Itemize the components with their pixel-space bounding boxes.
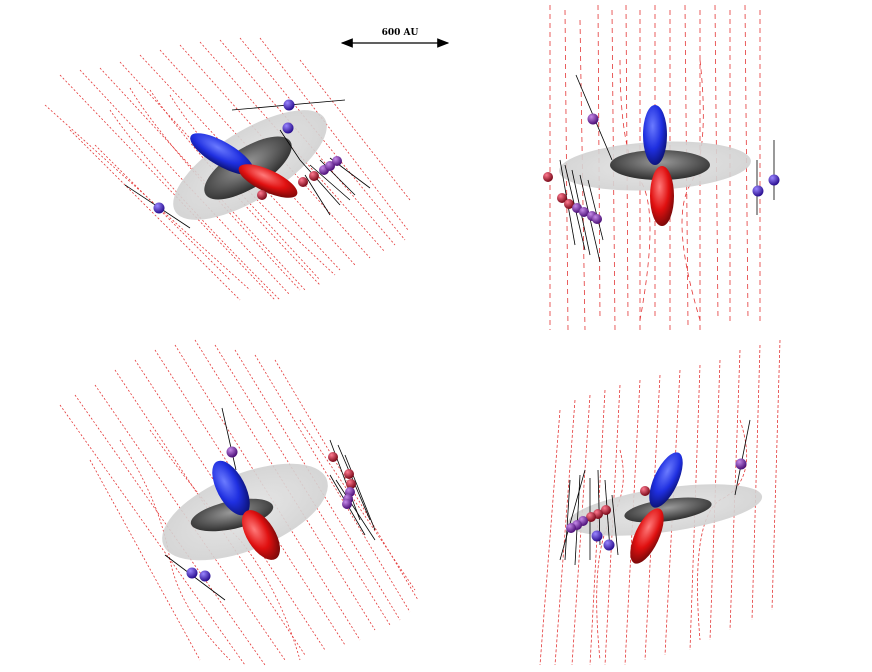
marker-purple bbox=[587, 113, 599, 125]
marker-red bbox=[564, 199, 574, 209]
marker-blue bbox=[752, 185, 764, 197]
marker-red bbox=[557, 193, 567, 203]
marker-purple bbox=[342, 499, 352, 509]
markers bbox=[543, 113, 780, 224]
marker-purple bbox=[332, 156, 342, 166]
marker-blue bbox=[283, 99, 295, 111]
red-lobe bbox=[650, 166, 674, 226]
markers bbox=[566, 458, 747, 551]
marker-blue bbox=[282, 122, 294, 134]
marker-red bbox=[298, 177, 308, 187]
markers bbox=[153, 99, 342, 214]
marker-red bbox=[586, 512, 596, 522]
panel-top-left bbox=[44, 37, 411, 301]
marker-red bbox=[328, 452, 338, 462]
marker-red bbox=[257, 190, 267, 200]
marker-red bbox=[640, 486, 650, 496]
marker-red bbox=[346, 479, 356, 489]
marker-blue bbox=[199, 570, 211, 582]
blue-lobe bbox=[212, 460, 250, 516]
marker-blue bbox=[591, 530, 603, 542]
blue-lobe bbox=[643, 105, 667, 165]
marker-red bbox=[309, 171, 319, 181]
disk-inner bbox=[610, 150, 710, 180]
marker-blue bbox=[153, 202, 165, 214]
blue-lobe bbox=[190, 133, 254, 175]
marker-blue bbox=[768, 174, 780, 186]
marker-purple bbox=[592, 214, 602, 224]
marker-red bbox=[601, 505, 611, 515]
red-lobe bbox=[238, 164, 298, 198]
red-lobe bbox=[630, 508, 664, 564]
marker-purple bbox=[735, 458, 747, 470]
marker-purple bbox=[325, 161, 335, 171]
polarization-segments bbox=[559, 419, 751, 566]
blue-lobe bbox=[649, 452, 683, 508]
marker-purple bbox=[566, 523, 576, 533]
scale-bar-label: 600 AU bbox=[381, 28, 419, 38]
markers bbox=[186, 446, 356, 582]
panel-bottom-right bbox=[539, 339, 781, 666]
panel-top-right bbox=[543, 4, 780, 331]
red-lobe bbox=[241, 510, 281, 560]
marker-purple bbox=[579, 207, 589, 217]
marker-purple bbox=[226, 446, 238, 458]
marker-blue bbox=[186, 567, 198, 579]
panel-bottom-left bbox=[59, 339, 419, 666]
marker-red bbox=[543, 172, 553, 182]
polarization-segments bbox=[124, 99, 371, 229]
marker-blue bbox=[603, 539, 615, 551]
marker-red bbox=[344, 469, 354, 479]
